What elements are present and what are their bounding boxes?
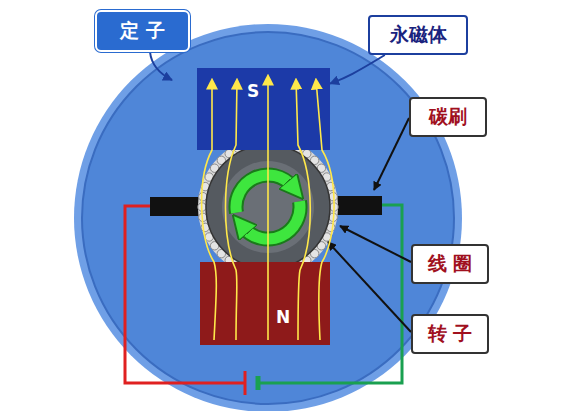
magnet-north: N (200, 262, 330, 345)
leader-line (340, 226, 411, 262)
field-line (202, 80, 217, 340)
rotation-arrow (244, 201, 300, 239)
leader-line (374, 118, 409, 190)
field-line (296, 80, 310, 340)
carbon-brush (332, 196, 382, 215)
callout-box: 线 圈 (411, 244, 489, 284)
part-label: 定 子 (120, 20, 165, 42)
pole-label: S (247, 82, 259, 102)
carbon-brush (150, 197, 206, 216)
part-label: 线 圈 (428, 253, 473, 275)
callout-box: 碳刷 (409, 97, 487, 137)
leader-arrow (330, 55, 385, 84)
part-label: 永磁体 (390, 24, 447, 46)
leader-line (150, 52, 172, 80)
field-line (316, 80, 334, 340)
rotation-arrow (236, 175, 292, 213)
rotation-arrow (236, 175, 292, 213)
battery-plate (256, 376, 261, 390)
leader-line (328, 242, 411, 332)
field-line (226, 80, 238, 340)
field-line (267, 76, 269, 340)
pole-label: N (276, 308, 290, 328)
battery-plate (244, 371, 247, 395)
part-label: 碳刷 (429, 106, 467, 128)
callout-box: 转 子 (411, 314, 489, 354)
part-label: 转 子 (428, 323, 473, 345)
rotation-arrow (244, 201, 300, 239)
stator-rim (74, 24, 462, 411)
stator-body (82, 32, 454, 404)
magnet-south: S (197, 68, 330, 150)
callout-box: 永磁体 (368, 15, 468, 55)
callout-box: 定 子 (95, 10, 190, 52)
